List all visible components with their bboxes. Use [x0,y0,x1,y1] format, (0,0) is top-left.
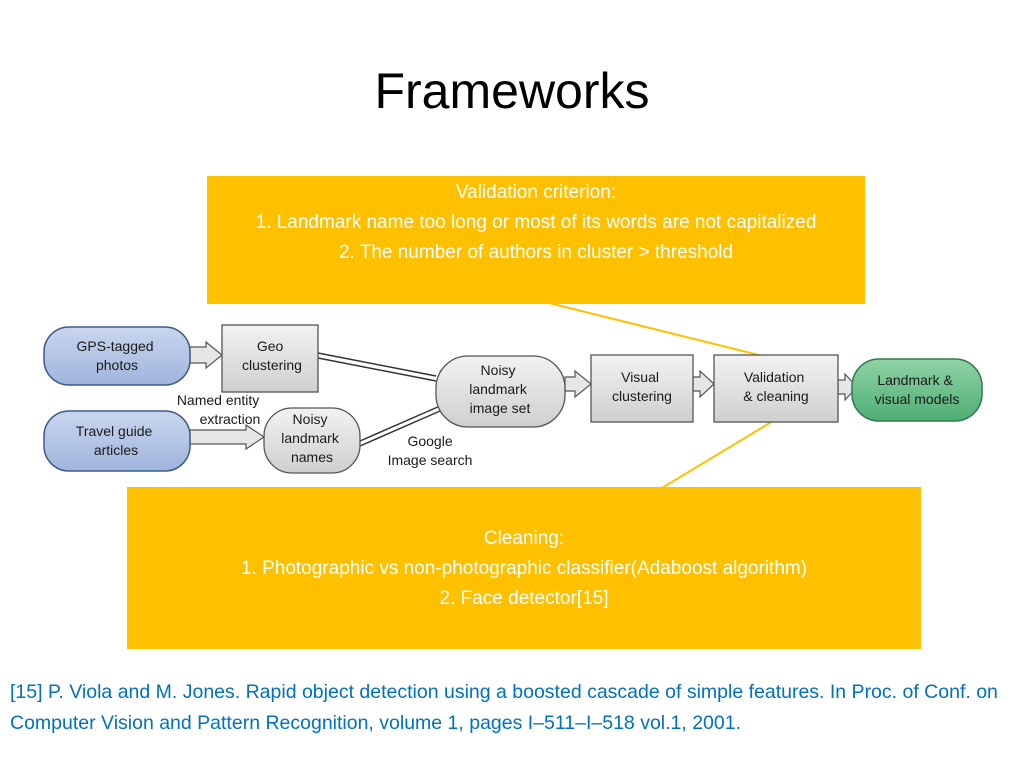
cleaning-callout: Cleaning: 1. Photographic vs non-photogr… [127,487,921,649]
node-travel-line2: articles [94,442,138,458]
edge-label-google-line1: Google [407,433,452,449]
node-set-line1: Noisy [481,362,516,378]
node-set-line2: landmark [469,381,528,397]
svg-text:GPS-tagged photos: GPS-tagged photos [77,338,158,373]
node-visual-line2: clustering [612,388,672,404]
arrow-noisyset-to-visual [564,369,592,399]
svg-text:Validation & cleaning: Validation & cleaning [743,369,808,404]
arrow-geo-to-noisyset [317,352,437,377]
node-gps-line2: photos [96,357,138,373]
slide-title: Frameworks [374,63,650,119]
node-models-line2: visual models [875,391,960,407]
validation-heading: Validation criterion: [455,182,617,203]
node-validation-line1: Validation [744,369,804,385]
svg-text:Landmark & visual models: Landmark & visual models [875,372,960,407]
node-travel-line1: Travel guide [76,423,153,439]
arrow-validation-to-models [837,372,858,402]
node-geo-clustering [221,324,319,393]
node-noisy-landmark-names [263,407,361,474]
arrow-visual-to-validation [692,369,715,399]
edge-label-ner-line2: extraction [200,411,261,427]
node-names-line3: names [291,449,333,465]
node-travel-guide-articles [43,410,191,472]
cleaning-connector [661,420,774,489]
edge-label-google-line2: Image search [388,452,473,468]
validation-item-1: 1. Landmark name too long or most of its… [255,212,817,233]
svg-text:Named entity extraction: Named entity extraction [177,392,263,427]
node-geo-line1: Geo [257,338,284,354]
cleaning-heading: Cleaning: [483,528,565,549]
node-landmark-visual-models [851,358,983,422]
node-models-line1: Landmark & [877,372,953,388]
node-names-line1: Noisy [293,411,328,427]
arrow-travel-to-names [189,423,266,451]
svg-text:Visual clustering: Visual clustering [612,369,672,404]
svg-text:Travel guide articles: Travel guide articles [76,423,156,458]
node-noisy-landmark-image-set [435,355,566,428]
arrow-names-to-noisyset [359,405,441,442]
node-set-line3: image set [470,400,531,416]
reference-citation: [15] P. Viola and M. Jones. Rapid object… [10,681,998,734]
svg-text:Geo clustering: Geo clustering [242,338,302,373]
node-visual-line1: Visual [621,369,659,385]
node-geo-line2: clustering [242,357,302,373]
cleaning-item-2: 2. Face detector[15] [439,588,609,609]
arrow-gps-to-geo [189,340,223,370]
validation-item-2: 2. The number of authors in cluster > th… [338,242,734,263]
node-names-line2: landmark [281,430,340,446]
svg-text:Noisy landmark image s: Noisy landmark image set [469,362,530,416]
node-gps-tagged-photos [43,326,191,386]
node-visual-clustering [590,354,694,423]
node-validation-line2: & cleaning [743,388,808,404]
validation-connector [544,301,764,357]
node-validation-cleaning [713,354,839,423]
validation-criterion-callout: Validation criterion: 1. Landmark name t… [207,176,865,304]
node-gps-line1: GPS-tagged [77,338,154,354]
cleaning-item-1: 1. Photographic vs non-photographic clas… [240,558,808,579]
edge-label-ner-line1: Named entity [177,392,259,408]
svg-text:Noisy landmark names: Noisy landmark names [281,411,342,465]
svg-text:Google Image search: Google Image search [388,433,473,468]
